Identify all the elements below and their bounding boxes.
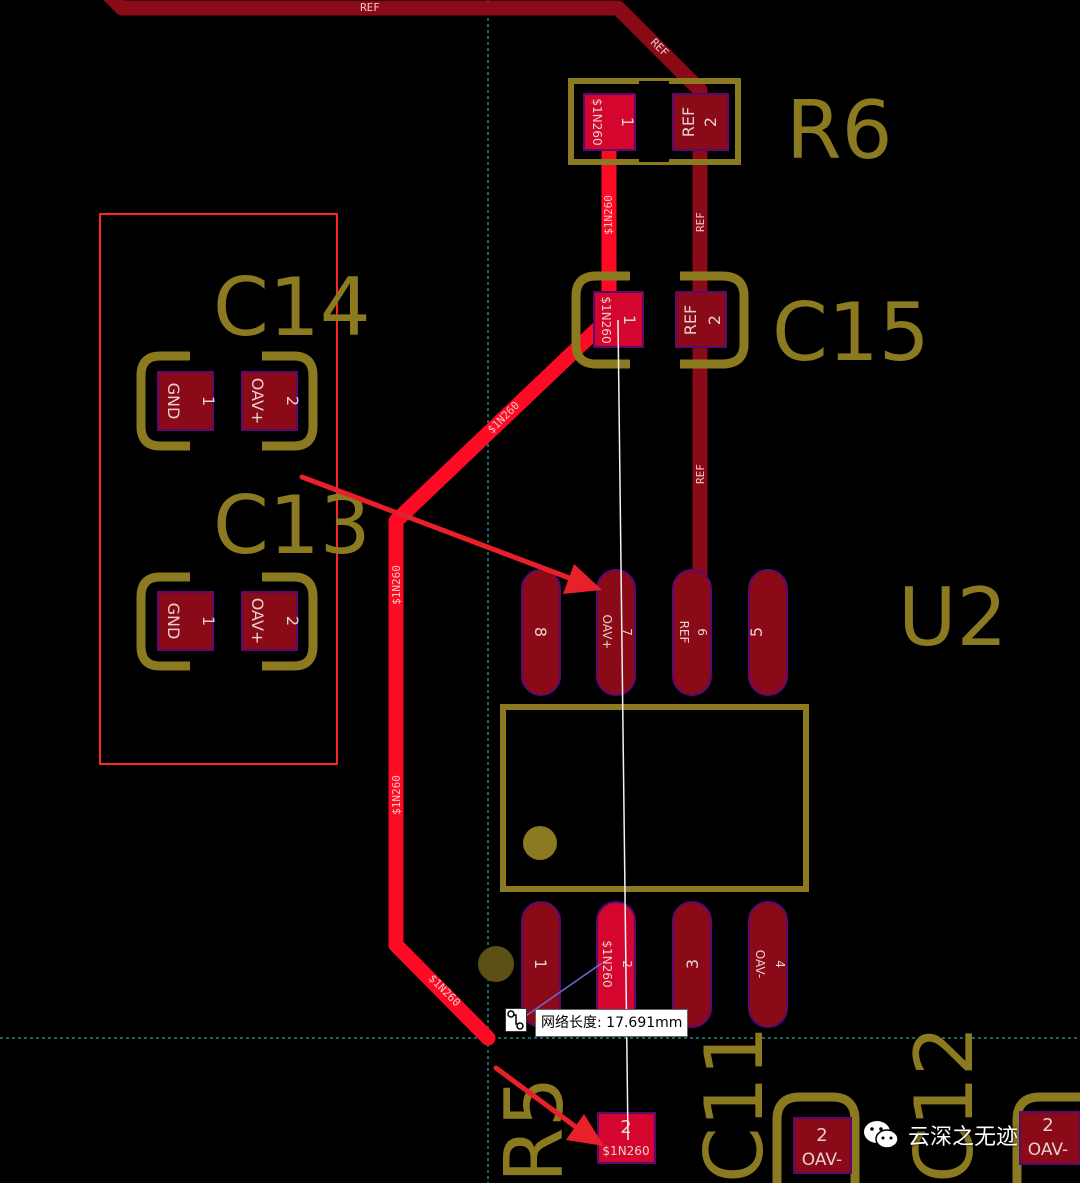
c15-pad-2[interactable] (675, 291, 727, 348)
u2-pin1-marker (523, 826, 557, 860)
net-label-ref-vert2: REF (694, 464, 707, 484)
c15-designator: C15 (772, 286, 930, 379)
c15-pad-2-net: REF (681, 305, 700, 335)
r5-pad-2-number: 2 (620, 1117, 631, 1138)
c13-pad-1-number: 1 (199, 616, 218, 626)
net-label-ref-top: REF (360, 1, 380, 14)
r6-pad-1-number: 1 (618, 117, 637, 127)
u2-pin-1-number: 1 (531, 959, 550, 969)
r5-designator: R5 (488, 1077, 581, 1183)
c13-pad-2-net: OAV+ (248, 598, 267, 645)
u2-pin-2-net: $1N260 (600, 940, 614, 987)
c11-designator: C11 (688, 1025, 781, 1183)
u2-pin-2-number: 2 (620, 960, 634, 968)
r6-pad-2-number: 2 (701, 117, 720, 127)
c12-pad-2[interactable] (1019, 1111, 1080, 1165)
u2-pin-7-number: 7 (620, 628, 634, 636)
c14-pad-2-number: 2 (283, 396, 302, 406)
c11-pad-2-net: OAV- (802, 1150, 842, 1170)
r5-footprint[interactable]: R5 2 $1N260 (488, 1077, 656, 1183)
net-label-ref-vert1: REF (694, 212, 707, 232)
u2-pin-6-net: REF (677, 621, 691, 644)
u2-pin-4-net: OAV- (753, 950, 767, 979)
watermark-text: 云深之无迹 (908, 1125, 1019, 1150)
c13-pad-2-number: 2 (283, 616, 302, 626)
c11-footprint[interactable]: C11 2 OAV- (688, 1025, 860, 1183)
via-marker[interactable] (478, 946, 514, 982)
net-label-n260-r6: $1N260 (602, 195, 615, 235)
r6-pad-1[interactable] (583, 93, 636, 151)
ratsnest-line (617, 319, 629, 1141)
c12-pad-2-net: OAV- (1028, 1140, 1068, 1160)
c14-footprint[interactable]: C14 1 GND 2 OAV+ (136, 261, 371, 451)
u2-body-outline (500, 704, 809, 892)
c14-pad-2-net: OAV+ (248, 378, 267, 425)
c11-pad-2-number: 2 (816, 1125, 827, 1146)
u2-pin-6-number: 6 (695, 628, 709, 636)
u2-designator: U2 (898, 571, 1007, 664)
c13-footprint[interactable]: C13 1 GND 2 OAV+ (136, 479, 371, 671)
wechat-icon (864, 1121, 899, 1149)
ref-track[interactable] (103, 0, 708, 608)
r6-pad-1-net: $1N260 (590, 98, 604, 145)
c13-pad-1-net: GND (164, 603, 183, 640)
c14-designator: C14 (213, 261, 371, 354)
r6-footprint[interactable]: 1 $1N260 2 REF R6 (568, 78, 892, 177)
u2-pin-3-number: 3 (683, 959, 702, 969)
r6-pad-2[interactable] (672, 93, 729, 151)
c14-pad-2[interactable] (241, 371, 298, 431)
net-length-cursor-icon (505, 1008, 527, 1032)
watermark: 云深之无迹 (862, 1115, 1018, 1155)
c15-pad-1-net: $1N260 (599, 296, 613, 343)
r5-pad-2-net: $1N260 (602, 1144, 649, 1158)
net-length-tooltip: 网络长度: 17.691mm (535, 1009, 689, 1037)
u2-pin-7-net: OAV+ (600, 615, 614, 650)
c12-designator: C12 (898, 1025, 991, 1183)
r6-pad-2-net: REF (679, 107, 698, 137)
c13-pad-1[interactable] (157, 591, 214, 651)
tooltip-pointer-line (519, 962, 603, 1021)
u2-pin-8-number: 8 (531, 627, 550, 637)
u2-pin-3[interactable] (672, 901, 712, 1028)
u2-footprint[interactable]: U2 8 7 OAV+ 6 REF 5 1 2 $1N260 3 4 OAV- (500, 569, 1007, 1028)
c11-pad-2[interactable] (793, 1117, 852, 1174)
u2-pin-5-number: 5 (747, 627, 766, 637)
annotation-arrow-lower (493, 1065, 604, 1146)
c12-footprint[interactable]: C12 2 OAV- (898, 1025, 1080, 1183)
u2-pin-8[interactable] (521, 569, 561, 696)
u2-pin-5[interactable] (748, 569, 788, 696)
u2-pin-7[interactable] (596, 569, 636, 696)
c14-pad-1-number: 1 (199, 396, 218, 406)
c13-pad-2[interactable] (241, 591, 298, 651)
c14-pad-1[interactable] (157, 371, 214, 431)
u2-pin-4-number: 4 (773, 960, 787, 968)
u2-pin-4[interactable] (748, 901, 788, 1028)
c14-pad-1-net: GND (164, 383, 183, 420)
annotation-arrow-upper (299, 474, 602, 594)
net-label-n260-v1: $1N260 (390, 565, 403, 605)
net-label-n260-v2: $1N260 (390, 775, 403, 815)
u2-pin-6[interactable] (672, 569, 712, 696)
r6-designator: R6 (786, 84, 892, 177)
c12-pad-2-number: 2 (1042, 1115, 1053, 1136)
n260-track[interactable] (388, 110, 617, 1046)
c15-pad-1-number: 1 (620, 315, 639, 325)
c15-pad-2-number: 2 (705, 315, 724, 325)
